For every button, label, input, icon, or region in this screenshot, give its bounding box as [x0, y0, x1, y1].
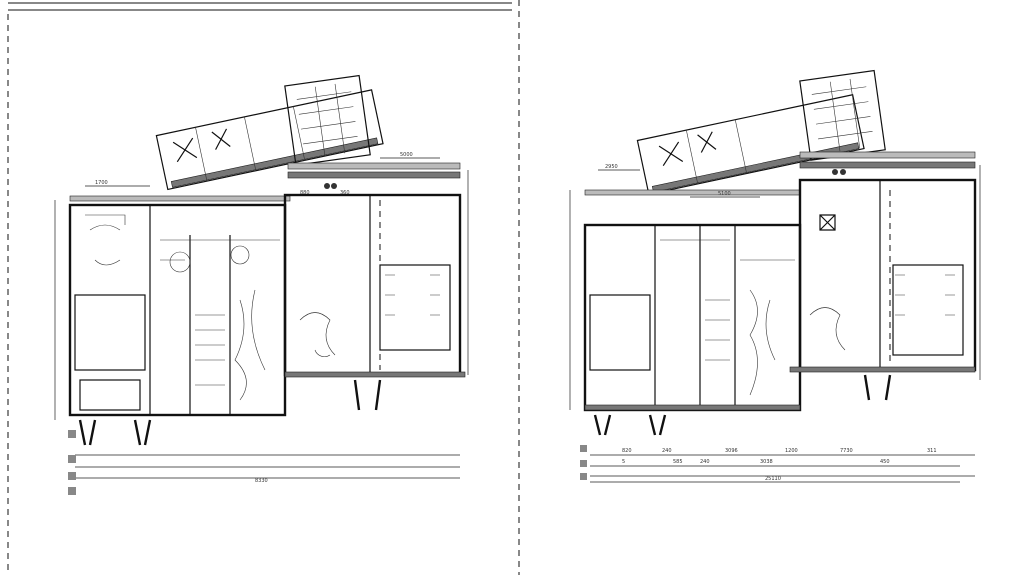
dim-label: 3038	[760, 459, 773, 465]
dim-label: 8330	[255, 478, 268, 484]
floor-plan-left: 1700 5000 360 880 8330	[54, 74, 469, 495]
dim-label: 25110	[765, 476, 781, 482]
dim-label: 820	[622, 448, 632, 454]
dimension-lines-right	[569, 165, 981, 483]
dim-label: 5000	[400, 152, 413, 158]
dimension-lines-left	[54, 157, 469, 479]
dim-label: 5100	[718, 191, 731, 197]
dim-label: 1700	[95, 180, 108, 186]
dim-label: 240	[700, 459, 710, 465]
dim-label: 3096	[725, 448, 738, 454]
dim-label: 5	[622, 459, 625, 465]
dim-label: 880	[300, 190, 310, 196]
dim-label: 585	[673, 459, 683, 465]
dim-label: 2950	[605, 164, 618, 170]
dim-label: 240	[662, 448, 672, 454]
upper-wing-left	[155, 89, 384, 191]
sheet-frame	[7, 0, 520, 575]
dim-label: 7730	[840, 448, 853, 454]
dim-label: 450	[880, 459, 890, 465]
dim-label: 311	[927, 448, 937, 454]
dim-label: 360	[340, 190, 350, 196]
dim-label: 1200	[785, 448, 798, 454]
floor-plan-right: 2950 5100 820 240 3096 1200 7730 311 5 5…	[569, 69, 981, 483]
